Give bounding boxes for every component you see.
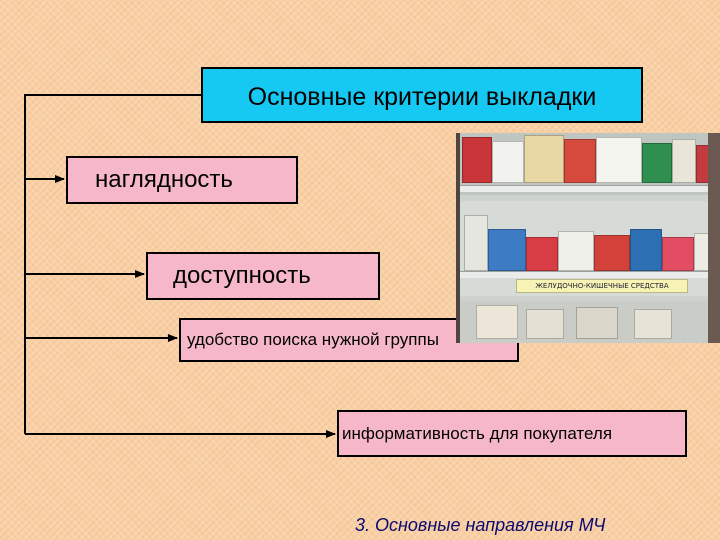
- criterion-informativnost: информативность для покупателя: [337, 410, 687, 457]
- shelf-sign: ЖЕЛУДОЧНО-КИШЕЧНЫЕ СРЕДСТВА: [516, 279, 688, 293]
- diagram-title: Основные критерии выкладки: [201, 67, 643, 123]
- criterion-dostupnost: доступность: [146, 252, 380, 300]
- pharmacy-shelf-photo: ЖЕЛУДОЧНО-КИШЕЧНЫЕ СРЕДСТВА: [456, 133, 720, 343]
- criterion-nagladnost: наглядность: [66, 156, 298, 204]
- footer-caption: 3. Основные направления МЧ: [355, 515, 606, 535]
